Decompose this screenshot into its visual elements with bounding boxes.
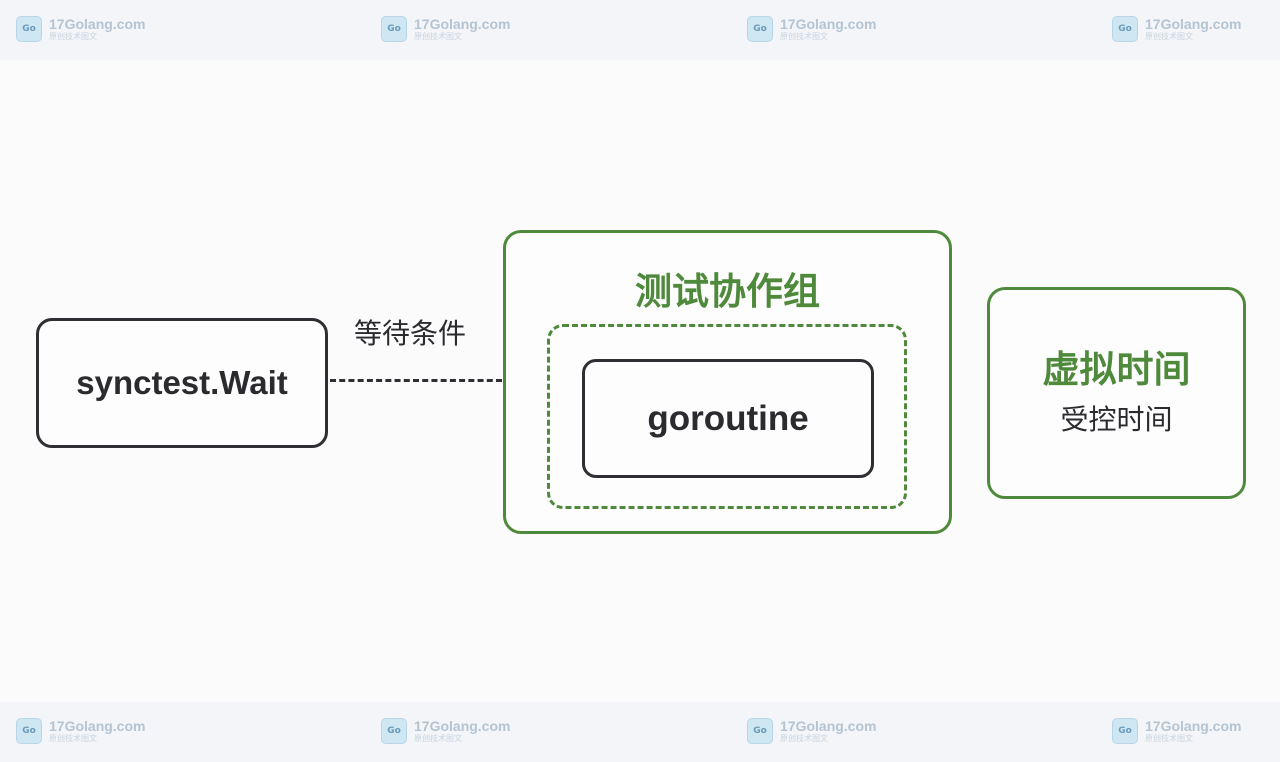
virtual-time-subtitle: 受控时间 [1060,403,1173,436]
watermark-site: 17Golang.com [49,16,146,32]
virtual-time-title: 虚拟时间 [1042,348,1191,391]
watermark-site: 17Golang.com [1145,718,1242,734]
watermark-tagline: 原创技术图文 [49,32,97,41]
goroutine-label: goroutine [647,398,809,438]
watermark-tagline: 原创技术图文 [414,734,462,743]
site-logo-icon: Go [1112,718,1138,744]
watermark-site: 17Golang.com [414,16,511,32]
goroutine-node: goroutine [582,359,874,478]
site-logo-icon: Go [747,16,773,42]
watermark-site: 17Golang.com [1145,16,1242,32]
watermark-tagline: 原创技术图文 [780,32,828,41]
wait-condition-label: 等待条件 [354,317,467,350]
watermark-tagline: 原创技术图文 [414,32,462,41]
site-logo-icon: Go [16,718,42,744]
wait-condition-edge [330,379,502,382]
watermark-tagline: 原创技术图文 [1145,32,1193,41]
watermark-site: 17Golang.com [780,16,877,32]
site-logo-icon: Go [381,16,407,42]
goroutine-container [547,324,907,509]
site-logo-icon: Go [747,718,773,744]
watermark-site: 17Golang.com [414,718,511,734]
virtual-time-node: 虚拟时间 受控时间 [987,287,1246,499]
watermark-tagline: 原创技术图文 [49,734,97,743]
test-group-box: 测试协作组 [503,230,952,534]
synctest-wait-node: synctest.Wait [36,318,328,448]
test-group-title: 测试协作组 [635,270,820,313]
site-logo-icon: Go [1112,16,1138,42]
site-logo-icon: Go [381,718,407,744]
watermark-tagline: 原创技术图文 [780,734,828,743]
watermark-site: 17Golang.com [780,718,877,734]
watermark-tagline: 原创技术图文 [1145,734,1193,743]
site-logo-icon: Go [16,16,42,42]
synctest-wait-label: synctest.Wait [76,364,288,401]
watermark-site: 17Golang.com [49,718,146,734]
